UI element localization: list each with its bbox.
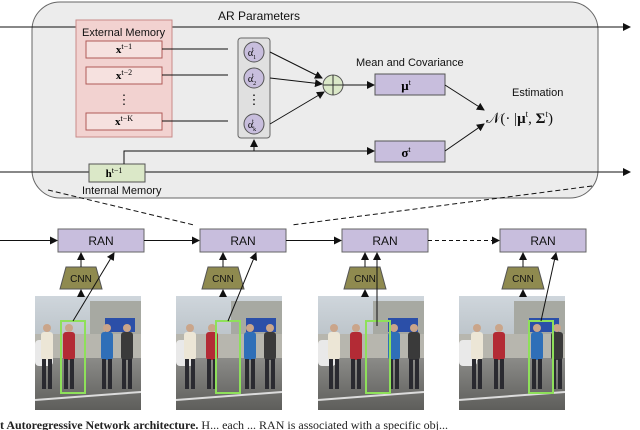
external-memory-label: External Memory: [82, 27, 166, 39]
alpha-cell-2: [243, 67, 265, 89]
frame-pipeline: RAN CNN RAN CNN RAN CNN RAN CNN: [0, 228, 587, 410]
memory-cell-dots: ⋮: [118, 92, 131, 107]
hidden-to-alpha: [123, 139, 258, 164]
box-to-ran-2: [227, 252, 258, 322]
cnn-block-2: [201, 266, 245, 290]
caption-bold: t Autoregressive Network architecture.: [0, 418, 199, 430]
video-frame-2: [175, 296, 283, 410]
alpha-to-sum-2: [269, 77, 323, 88]
zoom-line-right: [291, 185, 593, 226]
figure-caption: t Autoregressive Network architecture. H…: [0, 418, 640, 430]
estimation-label: Estimation: [512, 87, 563, 99]
alpha-to-sum-1: [269, 51, 323, 79]
ran-label-2: RAN: [230, 234, 255, 248]
alpha-cell-1-text: α1t: [248, 47, 256, 61]
caption-rest: H... each ... RAN is associated with a s…: [198, 418, 449, 430]
alpha-cell-1: [243, 41, 265, 63]
ar-parameters-label: AR Parameters: [218, 9, 300, 23]
video-frame-3: [317, 296, 425, 410]
alpha-cell-k: [243, 113, 265, 135]
mu-text: μt: [401, 78, 411, 93]
alpha-cell-k-text: αkt: [248, 119, 256, 133]
ran-box-4: [499, 228, 587, 253]
cnn-label-1: CNN: [70, 274, 92, 285]
video-frame-1: [34, 296, 142, 410]
sigma-to-estimation: [444, 123, 485, 152]
internal-memory-label: Internal Memory: [82, 185, 162, 197]
cnn-label-4: CNN: [512, 274, 534, 285]
mu-box: [374, 73, 446, 96]
alpha-cell-2-text: α2t: [248, 73, 256, 87]
tracking-box-3: [365, 320, 391, 394]
gaussian-formula: 𝒩(· |μt, Σt): [486, 109, 553, 127]
cnn-block-4: [501, 266, 545, 290]
cnn-block-3: [343, 266, 387, 290]
zoom-line-left: [47, 189, 195, 226]
mu-to-estimation: [444, 84, 485, 111]
alpha-to-sum-k: [269, 91, 325, 125]
ran-label-4: RAN: [530, 234, 555, 248]
hidden-state-box: [88, 163, 146, 183]
cnn-label-2: CNN: [212, 274, 234, 285]
mean-cov-label: Mean and Covariance: [356, 57, 464, 69]
sigma-box: [374, 140, 446, 163]
cnn-label-3: CNN: [354, 274, 376, 285]
sigma-text: σt: [401, 145, 411, 160]
alpha-cell-dots: ⋮: [248, 92, 261, 107]
ar-panel: [31, 1, 599, 199]
ran-label-3: RAN: [372, 234, 397, 248]
box-to-ran-4: [540, 252, 559, 322]
box-to-ran-1: [72, 252, 115, 322]
cnn-block-1: [59, 266, 103, 290]
ran-label-1: RAN: [88, 234, 113, 248]
